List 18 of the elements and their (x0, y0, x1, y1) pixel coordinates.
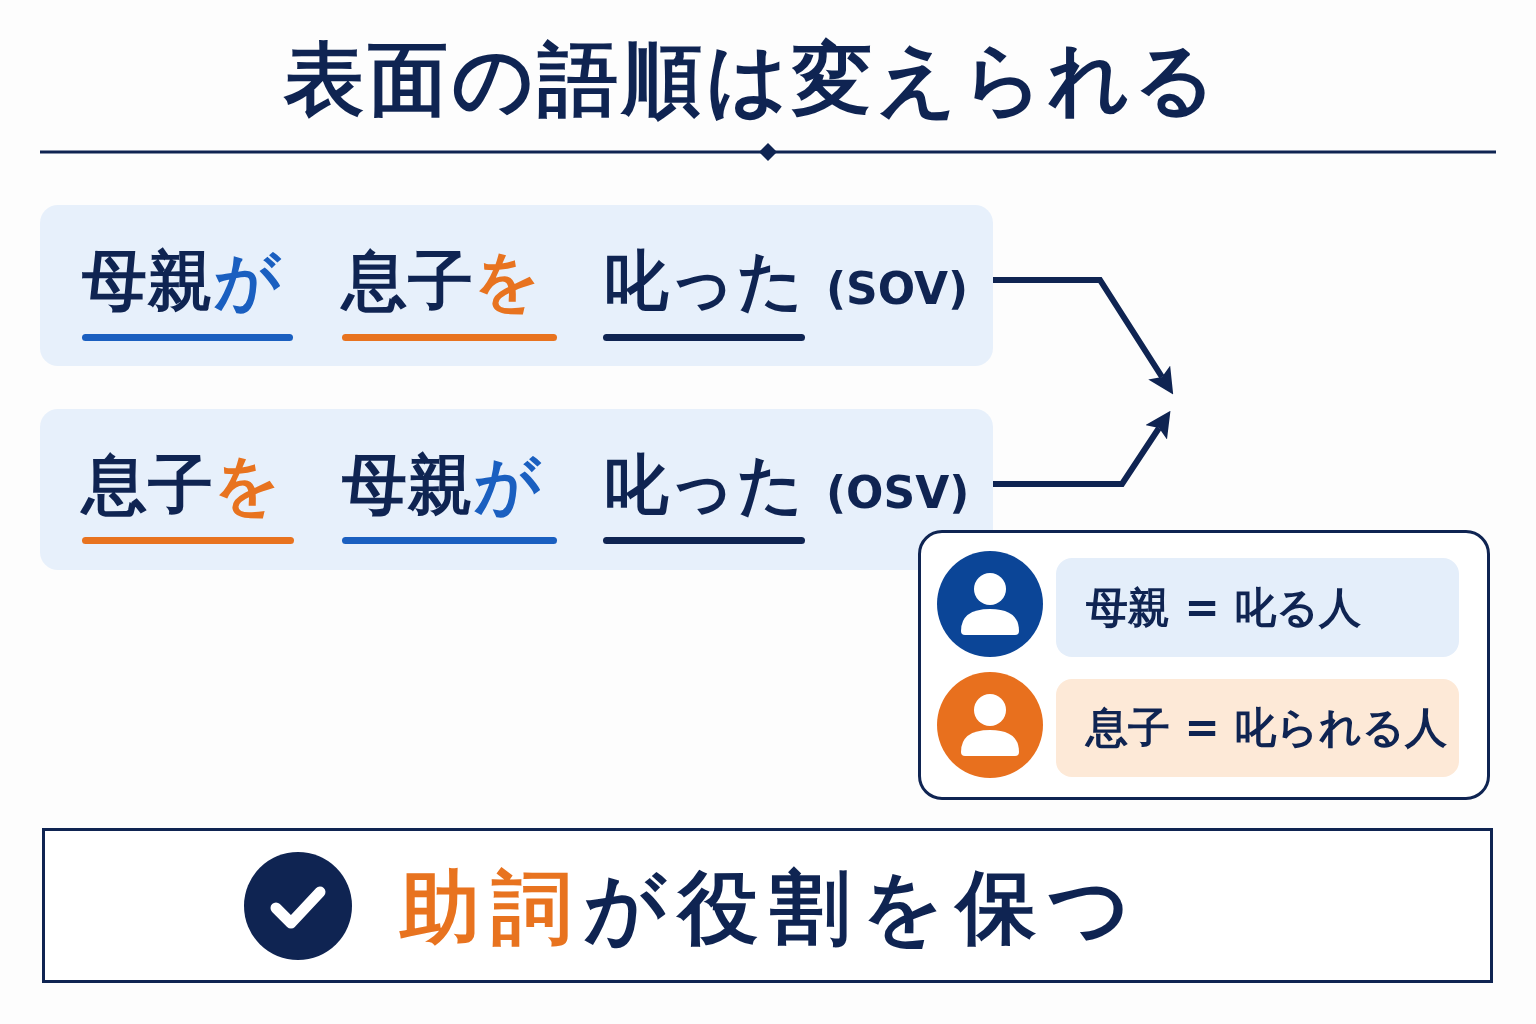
arrow (993, 277, 1174, 395)
sentence-panel (40, 409, 993, 570)
conclusion-text: 助詞が役割を保つ (400, 868, 1142, 948)
role-panel (918, 530, 1490, 800)
word-text: 母親が (82, 248, 282, 313)
word-text: 息子を (342, 248, 542, 313)
word-text: 叱った (603, 248, 805, 313)
arrow (993, 410, 1171, 487)
sentence-panel (40, 205, 993, 366)
order-label: (OSV) (826, 471, 970, 515)
word-text: 母親が (342, 452, 542, 517)
word-text: 息子を (82, 452, 282, 517)
role-label: 息子 = 叱られる人 (1056, 679, 1459, 777)
role-label: 母親 = 叱る人 (1056, 558, 1459, 657)
conclusion-box (42, 828, 1493, 983)
order-label: (SOV) (826, 267, 969, 311)
word-text: 叱った (603, 452, 805, 517)
title: 表面の語順は変えられる (284, 36, 1220, 124)
